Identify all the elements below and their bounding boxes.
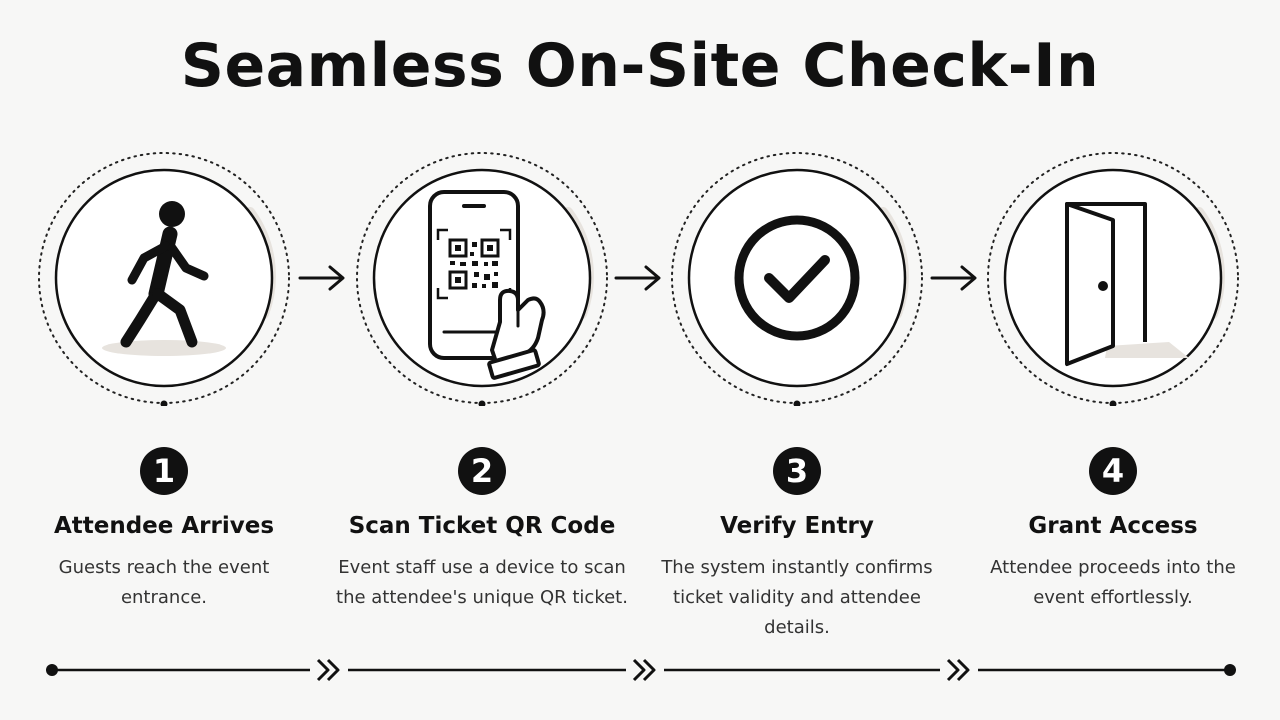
step-2: 2 Scan Ticket QR Code Event staff use a … (322, 150, 642, 660)
step-2-icon-circle (356, 152, 608, 406)
phone-qr-scan-icon (428, 190, 546, 380)
double-chevron-icon (316, 658, 340, 682)
step-1: 1 Attendee Arrives Guests reach the even… (4, 150, 324, 660)
walking-person-icon (102, 201, 226, 356)
step-number-badge: 1 (140, 447, 188, 495)
arrow-right-icon (930, 265, 977, 291)
step-title: Grant Access (1028, 513, 1198, 539)
step-description: Attendee proceeds into the event effortl… (990, 557, 1236, 608)
step-4: 4 Grant Access Attendee proceeds into th… (953, 150, 1273, 660)
timeline-end-dot (1224, 664, 1236, 676)
step-1-icon-circle (38, 152, 290, 406)
step-title: Attendee Arrives (53, 513, 275, 539)
step-description: Event staff use a device to scan the att… (336, 557, 628, 608)
page-title: Seamless On-Site Check-In (180, 31, 1100, 101)
step-description: Guests reach the event entrance. (58, 557, 270, 608)
step-3-icon-circle (671, 152, 923, 406)
double-chevron-icon (946, 658, 970, 682)
step-title: Verify Entry (720, 513, 874, 539)
progress-timeline (46, 658, 1236, 682)
open-door-icon (1065, 202, 1189, 366)
step-description: The system instantly confirms ticket val… (661, 557, 933, 638)
checkmark-icon (734, 215, 860, 341)
double-chevron-icon (632, 658, 656, 682)
arrow-right-icon (614, 265, 661, 291)
arrow-right-icon (298, 265, 345, 291)
step-4-icon-circle (987, 152, 1239, 406)
step-number-badge: 2 (458, 447, 506, 495)
step-number-badge: 4 (1089, 447, 1137, 495)
step-3: 3 Verify Entry The system instantly conf… (637, 150, 957, 660)
step-title: Scan Ticket QR Code (348, 513, 616, 539)
step-number-badge: 3 (773, 447, 821, 495)
